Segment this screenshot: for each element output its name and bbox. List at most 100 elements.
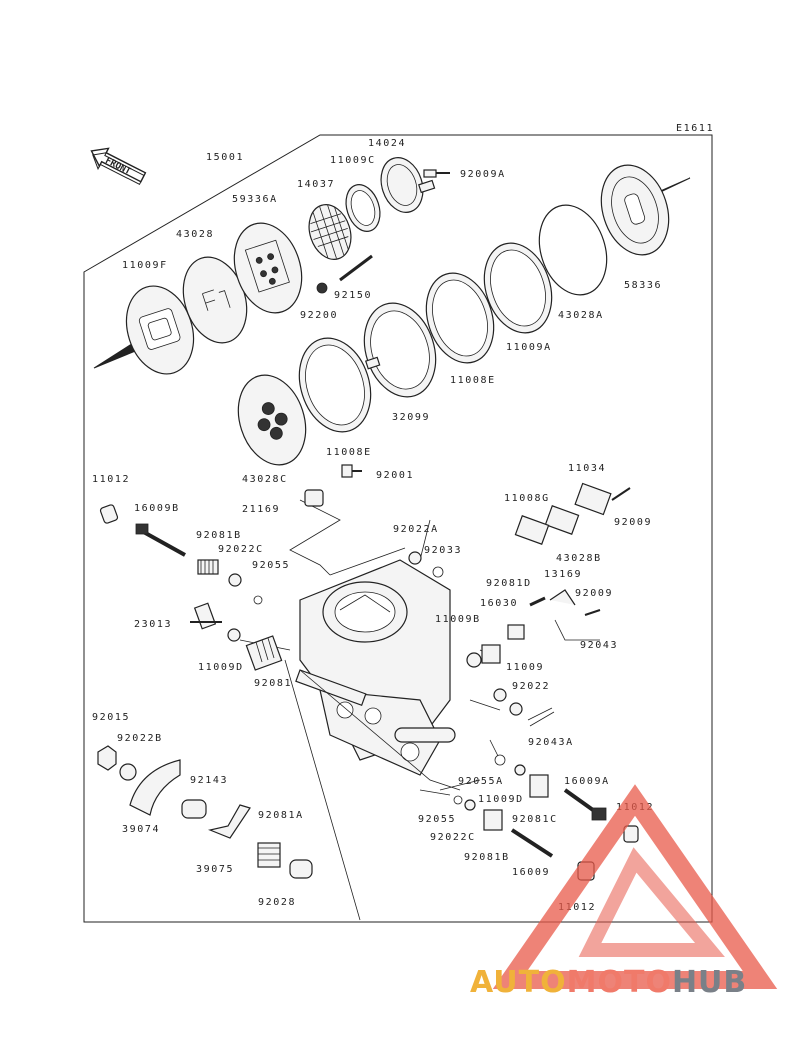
part-92081B-a [197,559,219,575]
label-92081A: 92081A [258,810,304,821]
part-92081 [245,635,283,671]
label-16030: 16030 [480,598,518,609]
part-11009 [481,644,501,664]
part-59336A [233,222,303,314]
part-92022C-a [228,573,242,587]
label-92022C-a: 92022C [218,544,264,555]
label-92033: 92033 [424,545,462,556]
label-92028: 92028 [258,897,296,908]
label-11009B: 11009B [435,614,481,625]
part-13169 [549,589,576,606]
part-39074 [129,759,181,816]
label-11008E-bottom: 11008E [326,447,372,458]
label-11008E-top: 11008E [450,375,496,386]
part-92009-b [584,609,601,616]
label-92043A: 92043A [528,737,574,748]
part-92015 [97,745,117,771]
label-92081: 92081 [254,678,292,689]
watermark-inner-triangle-icon [578,847,725,957]
part-92200 [316,282,328,294]
label-92200: 92200 [300,310,338,321]
part-92081C [529,774,549,798]
label-39074: 39074 [122,824,160,835]
label-14024: 14024 [368,138,406,149]
part-92055A [494,754,506,766]
watermark-triangle-icon [492,784,778,989]
watermark-text: AUTOMOTOHUB [470,965,747,1000]
watermark-moto: MOTO [567,965,672,1000]
label-11009D-b: 11009D [478,794,524,805]
part-92055-b [453,795,463,805]
part-92043 [554,619,600,641]
label-16009: 16009 [512,867,550,878]
label-43028C: 43028C [242,474,288,485]
diagram-code: E1611 [676,123,714,134]
label-92009-a: 92009 [614,517,652,528]
part-11009B [466,652,482,668]
part-11008E-bottom [298,337,372,433]
part-92033 [432,566,444,578]
label-39075: 39075 [196,864,234,875]
part-labels: 15001 14024 11009C 92009A 14037 59336A 4… [92,138,662,913]
label-16009A: 16009A [564,776,610,787]
label-59336A: 59336A [232,194,278,205]
label-92022C-b: 92022C [430,832,476,843]
label-11012-a: 11012 [92,474,130,485]
part-11008G [514,515,550,545]
part-43028B [544,505,580,535]
part-11008E-top [425,272,495,364]
label-92081D: 92081D [486,578,532,589]
part-39075 [207,804,251,839]
front-arrow-icon: FRONT [90,147,147,186]
label-92015: 92015 [92,712,130,723]
label-11009A: 11009A [506,342,552,353]
label-92022A: 92022A [393,524,439,535]
label-14037: 14037 [297,179,335,190]
label-92150: 92150 [334,290,372,301]
part-11009A [483,242,553,334]
label-32099: 32099 [392,412,430,423]
label-15001: 15001 [206,152,244,163]
label-92009A: 92009A [460,169,506,180]
label-58336: 58336 [624,280,662,291]
label-23013: 23013 [134,619,172,630]
part-92022A [408,551,422,565]
part-11034 [574,482,612,516]
watermark: AUTOMOTOHUB [470,780,800,1046]
part-92009A [423,169,450,178]
part-16009B [135,523,186,557]
label-13169: 13169 [544,569,582,580]
part-92022-b [509,702,523,716]
label-11012-c: 11012 [558,902,596,913]
label-92022: 92022 [512,681,550,692]
part-32099 [363,302,437,398]
label-92055-b: 92055 [418,814,456,825]
part-92081A [257,842,281,868]
label-92001: 92001 [376,470,414,481]
label-43028: 43028 [176,229,214,240]
label-11034: 11034 [568,463,606,474]
label-16009B: 16009B [134,503,180,514]
part-92001 [341,464,362,478]
label-92055A: 92055A [458,776,504,787]
part-11009D [227,628,241,642]
part-92009-a [611,487,631,501]
label-11008G: 11008G [504,493,550,504]
part-92055 [253,595,263,605]
label-92022B: 92022B [117,733,163,744]
part-23013 [190,602,222,630]
part-92043A [527,707,555,727]
label-92143: 92143 [190,775,228,786]
part-16030 [507,624,525,640]
part-92022C-b [464,799,476,811]
label-92081B-b: 92081B [464,852,510,863]
label-11009D: 11009D [198,662,244,673]
label-43028A: 43028A [558,310,604,321]
part-16009 [510,828,554,858]
part-16009A [563,788,607,821]
part-92143 [181,799,207,819]
part-92028 [289,859,313,879]
label-43028B: 43028B [556,553,602,564]
